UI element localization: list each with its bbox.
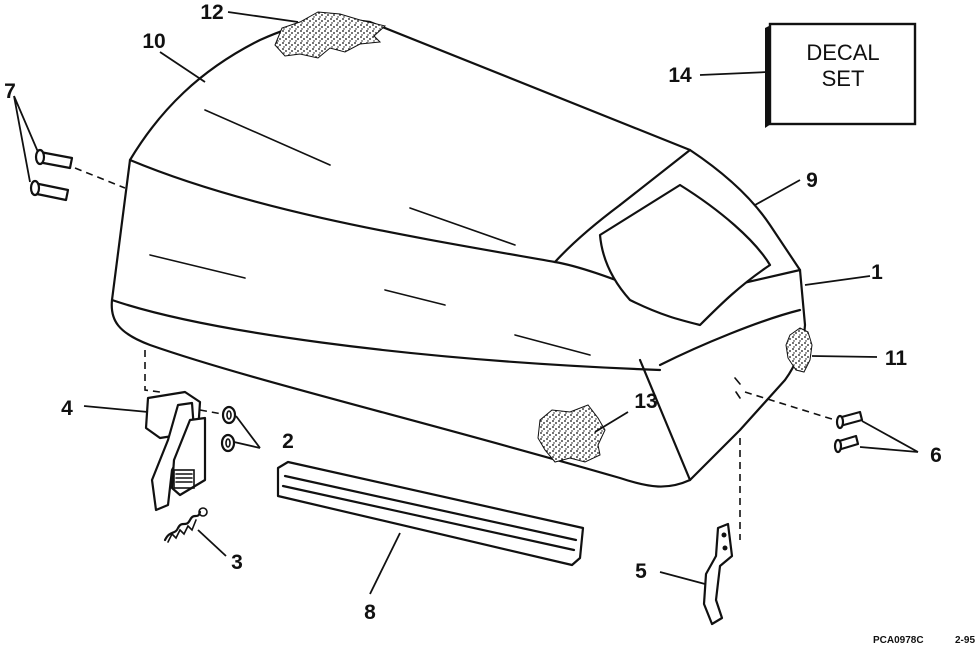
washers-2 [199, 405, 237, 453]
seal-strip-8 [276, 460, 585, 567]
latch-4 [144, 350, 207, 512]
decal-label-line2: SET [822, 66, 865, 91]
callout-8: 8 [364, 601, 376, 624]
decal-12 [274, 11, 387, 59]
screws-6 [734, 377, 864, 454]
callout-9: 9 [806, 169, 818, 192]
callout-labels: 1 2 3 4 5 6 7 8 9 10 11 12 13 14 [4, 1, 942, 624]
callout-12: 12 [200, 1, 223, 24]
leader-lines [13, 11, 919, 595]
bracket-5 [702, 438, 741, 626]
callout-1: 1 [871, 261, 883, 284]
decal-set-box: DECAL SET [765, 22, 917, 128]
callout-5: 5 [635, 560, 647, 583]
drawing-date: 2-95 [955, 635, 975, 646]
engine-cover [110, 18, 807, 488]
callout-3: 3 [231, 551, 243, 574]
callout-4: 4 [61, 397, 73, 420]
callout-6: 6 [930, 444, 942, 467]
callout-7: 7 [4, 80, 16, 103]
decal-11 [785, 327, 813, 373]
callout-14: 14 [668, 64, 692, 87]
callout-13: 13 [634, 390, 657, 413]
decal-label-line1: DECAL [806, 40, 879, 65]
callout-11: 11 [885, 347, 908, 370]
screws-7 [29, 148, 126, 202]
callout-10: 10 [142, 30, 165, 53]
callout-2: 2 [282, 430, 294, 453]
spring-3 [163, 507, 208, 543]
decal-13 [537, 404, 606, 463]
drawing-code: PCA0978C [873, 635, 924, 646]
